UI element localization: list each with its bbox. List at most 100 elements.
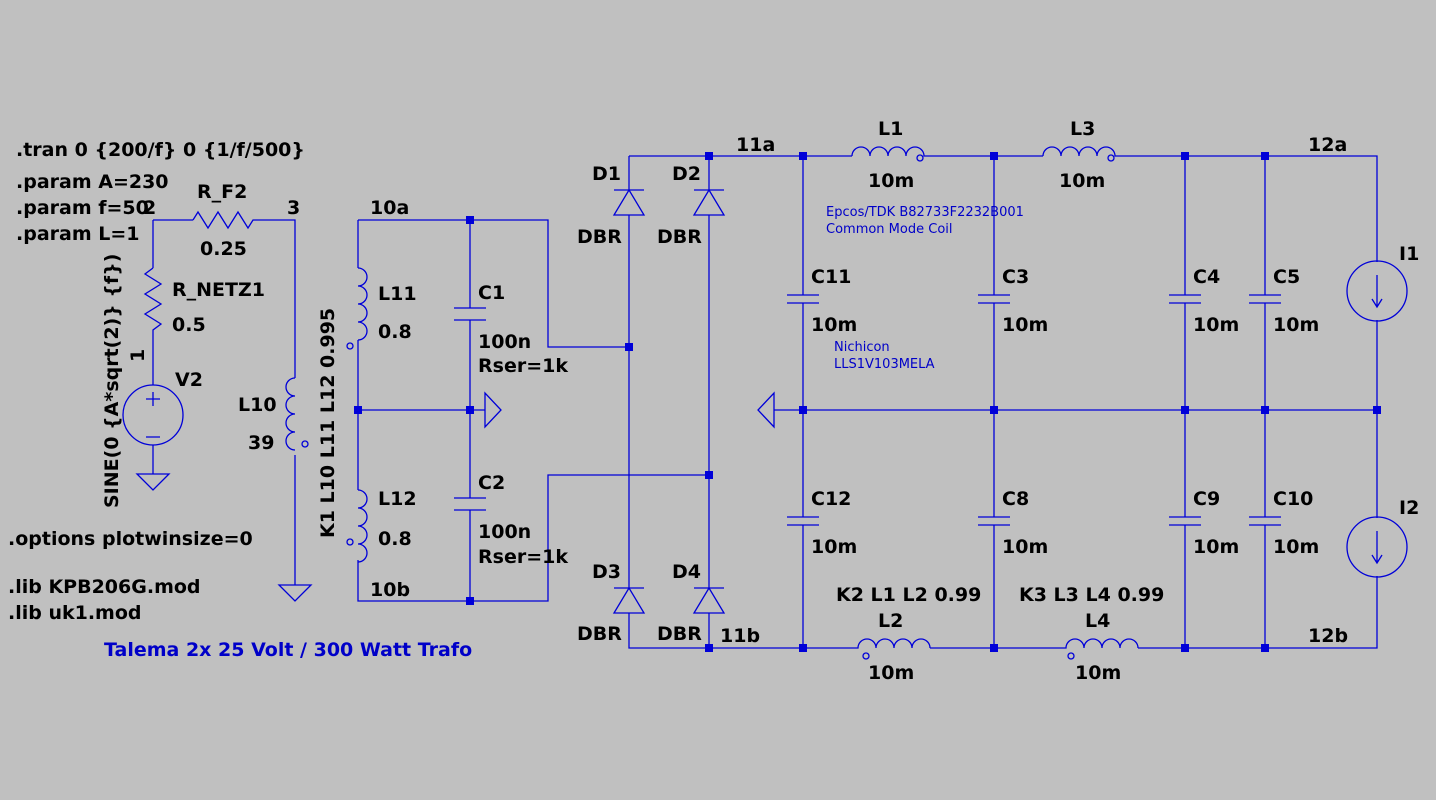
label-d3-value: DBR	[577, 623, 622, 645]
label-l10-value: 39	[248, 432, 274, 454]
diode-d2[interactable]	[692, 188, 726, 216]
inductor-l10[interactable]	[285, 377, 309, 451]
net-label-10b: 10b	[370, 579, 410, 601]
current-source-i1[interactable]	[1346, 260, 1408, 322]
label-d2-value: DBR	[657, 226, 702, 248]
label-c5-name: C5	[1273, 266, 1300, 288]
label-d2-name: D2	[672, 163, 701, 185]
directive-param-a[interactable]: .param A=230	[16, 171, 169, 193]
label-l1-name: L1	[878, 118, 903, 140]
ground-flag-right-icon	[484, 391, 502, 429]
ground-icon	[135, 473, 171, 491]
diode-d3[interactable]	[612, 586, 646, 614]
label-c2-ser: Rser=1k	[478, 546, 568, 568]
inductor-l12[interactable]	[346, 489, 368, 563]
inductor-l11[interactable]	[346, 267, 368, 350]
label-l11-value: 0.8	[378, 321, 412, 343]
label-c5-value: 10m	[1273, 314, 1319, 336]
directive-options[interactable]: .options plotwinsize=0	[8, 528, 253, 550]
diode-d4[interactable]	[692, 586, 726, 614]
label-l12-name: L12	[378, 488, 417, 510]
label-c8-value: 10m	[1002, 536, 1048, 558]
directive-param-l[interactable]: .param L=1	[16, 223, 140, 245]
capacitor-c11[interactable]	[787, 294, 819, 304]
label-l2-name: L2	[878, 610, 903, 632]
capacitor-c3[interactable]	[978, 294, 1010, 304]
label-i2-name: I2	[1399, 497, 1419, 519]
coupling-k1[interactable]: K1 L10 L11 L12 0.995	[317, 308, 339, 538]
epcos-note-line1[interactable]: Epcos/TDK B82733F2232B001	[826, 205, 1024, 220]
label-c11-value: 10m	[811, 314, 857, 336]
label-c11-name: C11	[811, 266, 851, 288]
capacitor-c5[interactable]	[1249, 294, 1281, 304]
net-label-11a: 11a	[736, 134, 775, 156]
label-c2-value: 100n	[478, 521, 531, 543]
trafo-comment[interactable]: Talema 2x 25 Volt / 300 Watt Trafo	[104, 639, 472, 661]
label-l4-name: L4	[1085, 610, 1110, 632]
label-v2-value: SINE(0 {A*sqrt(2)} {f})	[101, 254, 123, 508]
capacitor-c1[interactable]	[454, 307, 486, 321]
label-c1-name: C1	[478, 282, 505, 304]
label-c9-value: 10m	[1193, 536, 1239, 558]
capacitor-c8[interactable]	[978, 516, 1010, 526]
directive-lib-kpb[interactable]: .lib KPB206G.mod	[8, 576, 201, 598]
label-l12-value: 0.8	[378, 528, 412, 550]
label-c10-name: C10	[1273, 488, 1313, 510]
label-r-netz1-name: R_NETZ1	[172, 279, 265, 301]
nichicon-note-line2[interactable]: LLS1V103MELA	[834, 357, 935, 372]
inductor-l2[interactable]	[852, 638, 931, 660]
directive-param-f[interactable]: .param f=50	[16, 197, 149, 219]
label-i1-name: I1	[1399, 243, 1419, 265]
capacitor-c4[interactable]	[1169, 294, 1201, 304]
nichicon-note-line1[interactable]: Nichicon	[834, 340, 890, 355]
directive-tran[interactable]: .tran 0 {200/f} 0 {1/f/500}	[16, 139, 305, 161]
label-l1-value: 10m	[868, 170, 914, 192]
ground-flag-left-icon	[757, 391, 775, 429]
directive-lib-uk1[interactable]: .lib uk1.mod	[8, 602, 142, 624]
capacitor-c9[interactable]	[1169, 516, 1201, 526]
coupling-k2[interactable]: K2 L1 L2 0.99	[836, 584, 981, 606]
net-label-1: 1	[127, 349, 149, 362]
net-label-12a: 12a	[1308, 134, 1347, 156]
label-d4-value: DBR	[657, 623, 702, 645]
net-label-10a: 10a	[370, 197, 409, 219]
label-r-f2-value: 0.25	[200, 238, 247, 260]
inductor-l1[interactable]	[851, 146, 930, 162]
net-label-3: 3	[287, 197, 300, 219]
label-l4-value: 10m	[1075, 662, 1121, 684]
label-c12-value: 10m	[811, 536, 857, 558]
capacitor-c2[interactable]	[454, 497, 486, 511]
net-label-2: 2	[143, 197, 156, 219]
label-l3-name: L3	[1070, 118, 1095, 140]
diode-d1[interactable]	[612, 188, 646, 216]
label-c9-name: C9	[1193, 488, 1220, 510]
label-c4-name: C4	[1193, 266, 1220, 288]
label-d1-value: DBR	[577, 226, 622, 248]
epcos-note-line2[interactable]: Common Mode Coil	[826, 222, 953, 237]
label-d3-name: D3	[592, 561, 621, 583]
capacitor-c10[interactable]	[1249, 516, 1281, 526]
label-c8-name: C8	[1002, 488, 1029, 510]
label-r-netz1-value: 0.5	[172, 314, 206, 336]
label-c10-value: 10m	[1273, 536, 1319, 558]
net-label-12b: 12b	[1308, 625, 1348, 647]
label-c1-ser: Rser=1k	[478, 355, 568, 377]
label-c12-name: C12	[811, 488, 851, 510]
label-v2-name: V2	[175, 369, 203, 391]
current-source-i2[interactable]	[1346, 516, 1408, 578]
resistor-r-netz1[interactable]	[143, 267, 163, 340]
coupling-k3[interactable]: K3 L3 L4 0.99	[1019, 584, 1164, 606]
ground-icon	[277, 584, 313, 602]
inductor-l3[interactable]	[1042, 146, 1122, 162]
capacitor-c12[interactable]	[787, 516, 819, 526]
label-l10-name: L10	[238, 394, 277, 416]
label-l11-name: L11	[378, 283, 417, 305]
resistor-r-f2[interactable]	[192, 210, 258, 230]
junctions	[354, 152, 1381, 652]
label-l3-value: 10m	[1059, 170, 1105, 192]
label-c1-value: 100n	[478, 331, 531, 353]
label-c3-name: C3	[1002, 266, 1029, 288]
label-d4-name: D4	[672, 561, 701, 583]
inductor-l4[interactable]	[1058, 638, 1139, 660]
voltage-source-v2[interactable]	[122, 384, 184, 446]
